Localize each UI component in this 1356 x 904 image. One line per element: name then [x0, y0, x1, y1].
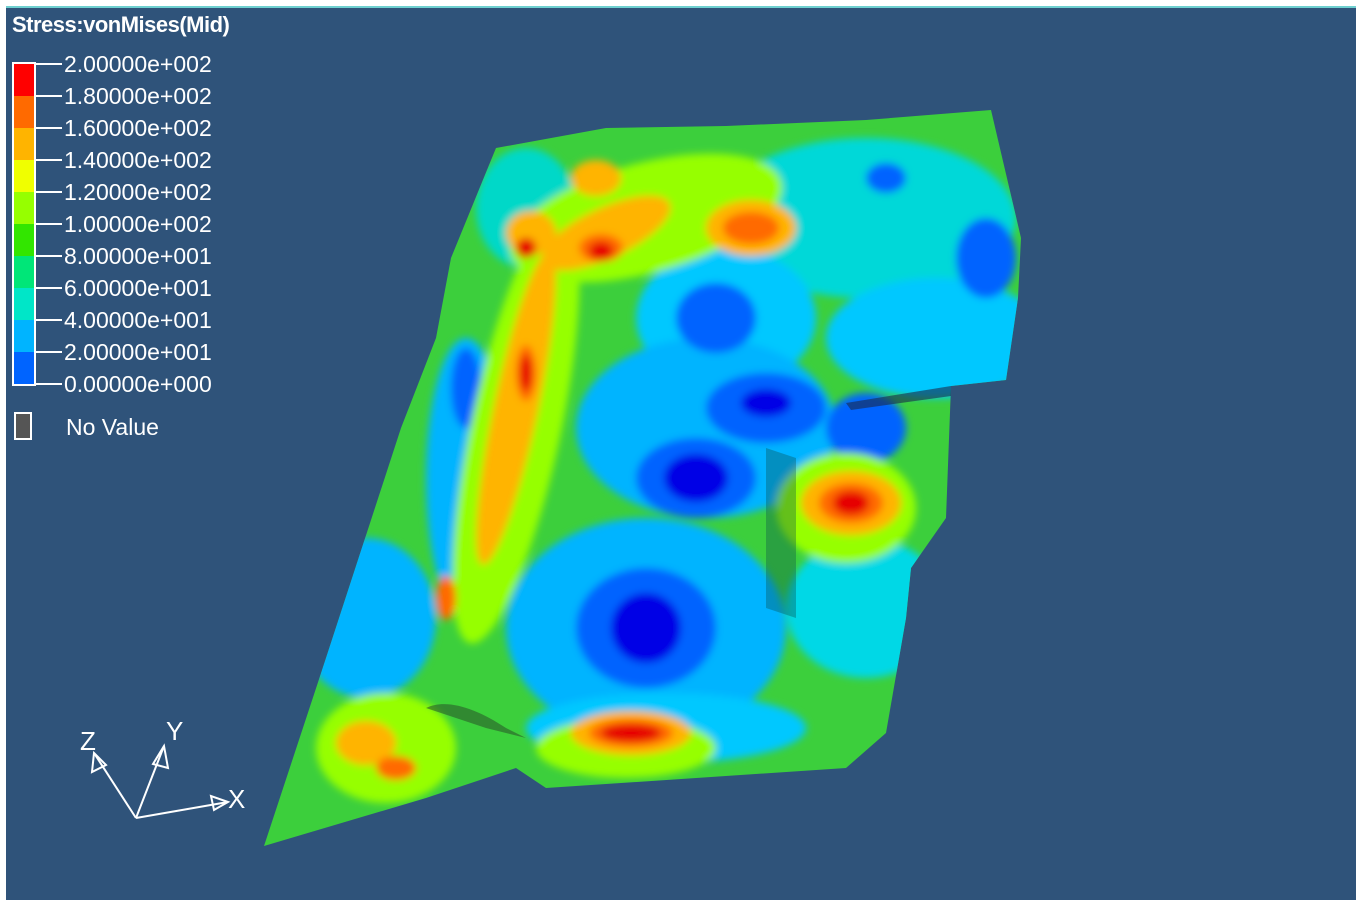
legend-tick [36, 191, 62, 193]
triad-z-label: Z [80, 726, 96, 756]
legend-color-swatch [14, 64, 34, 96]
no-value-swatch [14, 412, 32, 440]
legend-tick [36, 351, 62, 353]
legend-level-label: 0.00000e+000 [64, 371, 212, 397]
legend-level-label: 6.00000e+001 [64, 275, 212, 301]
graphics-viewport[interactable]: Stress:vonMises(Mid) 2.00000e+002 1.80000… [6, 6, 1356, 900]
legend-color-swatch [14, 160, 34, 192]
legend-color-swatch [14, 192, 34, 224]
legend-color-swatch [14, 288, 34, 320]
legend-level-label: 2.00000e+001 [64, 339, 212, 365]
legend-level-label: 8.00000e+001 [64, 243, 212, 269]
triad-x-label: X [228, 784, 245, 814]
legend-level-label: 1.00000e+002 [64, 211, 212, 237]
legend-tick [36, 63, 62, 65]
legend-tick [36, 127, 62, 129]
legend-level-label: 1.60000e+002 [64, 115, 212, 141]
model-step-edge [846, 386, 951, 410]
legend-tick [36, 287, 62, 289]
coordinate-triad: Z Y X [80, 716, 245, 819]
fea-model-contour-plot[interactable] [6, 8, 1356, 900]
no-value-label: No Value [66, 414, 159, 440]
legend-level-label: 1.40000e+002 [64, 147, 212, 173]
legend-tick [36, 255, 62, 257]
legend-color-swatch [14, 128, 34, 160]
triad-y-label: Y [166, 716, 183, 746]
legend-color-swatch [14, 352, 34, 384]
legend-tick [36, 95, 62, 97]
legend-level-label: 4.00000e+001 [64, 307, 212, 333]
model-inner-flange-shadow [426, 704, 526, 738]
legend-tick [36, 383, 62, 385]
legend-color-swatch [14, 96, 34, 128]
legend-color-bar [12, 62, 36, 386]
legend-tick [36, 319, 62, 321]
legend-tick [36, 223, 62, 225]
legend-color-swatch [14, 224, 34, 256]
legend-level-label: 1.20000e+002 [64, 179, 212, 205]
model-slot-edge [766, 448, 796, 618]
legend-color-swatch [14, 256, 34, 288]
legend-level-label: 1.80000e+002 [64, 83, 212, 109]
legend-color-swatch [14, 320, 34, 352]
legend-title: Stress:vonMises(Mid) [12, 12, 230, 37]
legend-level-label: 2.00000e+002 [64, 51, 212, 77]
legend-tick [36, 159, 62, 161]
